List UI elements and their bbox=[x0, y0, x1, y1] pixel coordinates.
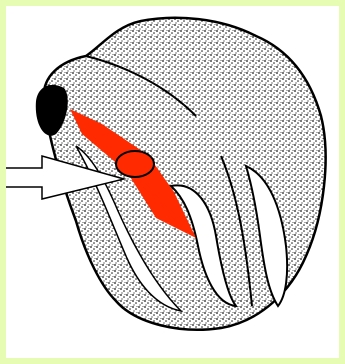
circled-node bbox=[116, 151, 154, 177]
heart-diagram bbox=[6, 6, 339, 358]
figure-canvas bbox=[6, 6, 339, 358]
